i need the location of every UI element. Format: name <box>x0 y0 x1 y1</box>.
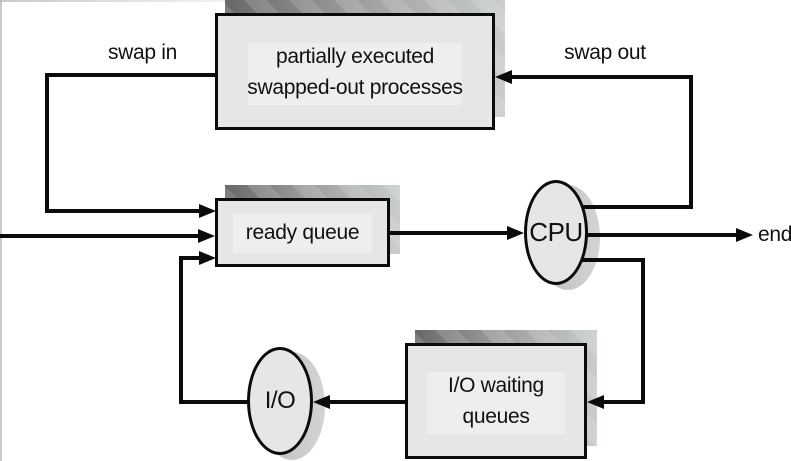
node-cpu: CPU <box>524 180 588 285</box>
edge-swap-out-segment-1 <box>570 205 693 209</box>
node-inner-highlight <box>248 42 462 105</box>
io-label: I/O <box>264 387 296 414</box>
edge-left-entry-segment <box>0 234 200 238</box>
edge-cpu-to-iowq-segment-3 <box>603 400 645 404</box>
edge-label-swap-out: swap out <box>564 41 646 64</box>
arrowhead-into-ready-queue-top <box>199 204 216 218</box>
slide-top-edge <box>0 0 300 2</box>
ready-queue-label: ready queue <box>245 221 360 244</box>
edge-swap-in-segment-3 <box>45 209 201 213</box>
edge-swap-in-segment-2 <box>45 73 49 213</box>
node-swapped-out-processes: partially executed swapped-out processes <box>215 13 495 130</box>
edge-label-swap-in: swap in <box>107 41 178 64</box>
edge-io-return-segment-2 <box>179 256 183 404</box>
edge-cpu-to-end-segment <box>575 233 738 237</box>
cpu-label: CPU <box>529 217 583 247</box>
edge-swap-out-segment-2 <box>689 75 693 209</box>
node-io-waiting-queues: I/O waiting queues <box>405 343 587 459</box>
edge-swap-out-segment-3 <box>511 75 691 79</box>
swapped-out-label-line2: swapped-out processes <box>247 75 463 99</box>
edge-cpu-to-iowq-segment-2 <box>641 258 645 404</box>
arrowhead-into-cpu <box>507 226 524 240</box>
arrowhead-end <box>736 228 753 242</box>
arrowhead-into-ready-queue-mid <box>198 229 215 243</box>
node-ready-queue: ready queue <box>215 198 390 267</box>
node-inner-highlight <box>233 213 372 253</box>
arrowhead-into-io-waiting-queues <box>587 395 604 409</box>
edge-label-end: end <box>758 223 791 246</box>
edge-swap-in-segment-1 <box>47 73 217 77</box>
arrowhead-into-io <box>313 395 330 409</box>
arrowhead-into-ready-queue-bottom <box>199 251 216 265</box>
slide-left-edge <box>0 0 2 461</box>
edge-iowq-to-io-segment <box>329 400 405 404</box>
io-waiting-label-line1: I/O waiting <box>448 374 544 397</box>
node-io: I/O <box>247 347 313 455</box>
node-inner-highlight <box>427 372 565 434</box>
edge-io-return-segment-3 <box>179 256 201 260</box>
edge-io-return-segment-1 <box>179 400 249 404</box>
arrowhead-into-swapped-out-box <box>495 70 512 84</box>
swapped-out-label-line1: partially executed <box>275 44 435 68</box>
edge-cpu-to-iowq-segment-1 <box>570 258 645 262</box>
edge-ready-to-cpu-segment <box>389 231 509 235</box>
io-waiting-label-line2: queues <box>462 405 530 428</box>
